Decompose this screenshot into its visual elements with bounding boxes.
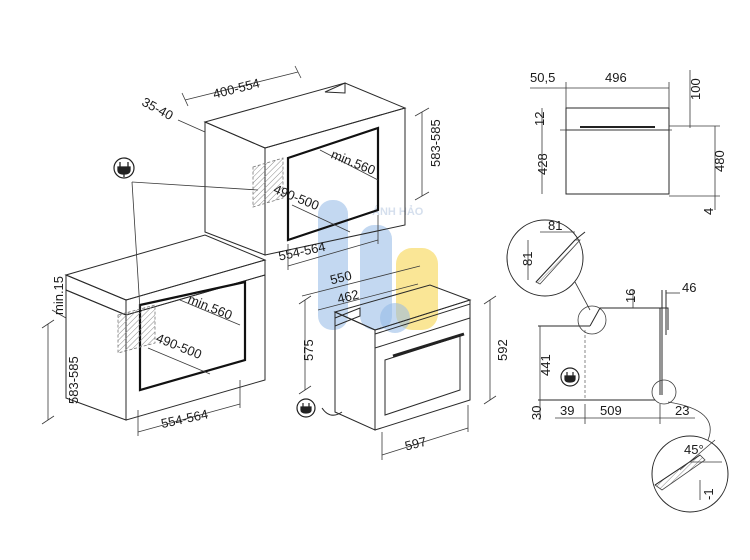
detail-chamfer: 81 81 [506, 218, 591, 311]
dim-100: 100 [688, 70, 703, 128]
dim-side-12-label: 12 [532, 112, 547, 126]
dim-50-5: 50,5 [530, 70, 567, 108]
dim-detail-81b-label: 81 [520, 252, 535, 266]
dim-top-gap-label: 35-40 [139, 94, 175, 123]
power-plug-icon [113, 157, 135, 179]
dim-oven-575-label: 575 [301, 339, 316, 361]
dim-lower-min-label: min.560 [186, 291, 235, 322]
dim-min560-upper: min.560 [319, 147, 379, 181]
dim-min560-lower: min.560 [179, 291, 241, 326]
dim-490-500-lower: 490-500 [147, 330, 211, 375]
dim-side-100-label: 100 [688, 78, 703, 100]
plug-callout [131, 181, 259, 311]
dim-lower-min15-label: min.15 [51, 276, 66, 315]
dim-detail-509-label: 509 [600, 403, 622, 418]
dim-detail-30-label: 30 [529, 406, 544, 420]
cross-section [538, 290, 677, 405]
dim-side-428-label: 428 [535, 153, 550, 175]
dim-detail-81a-label: 81 [548, 218, 562, 233]
dim-upper-min-label: min.560 [329, 147, 378, 178]
dim-46: 46 [666, 280, 696, 295]
dim-16: 16 [623, 289, 638, 308]
dim-583-585-upper: 583-585 [414, 107, 443, 201]
dim-detail-39-label: 39 [560, 403, 574, 418]
dim-39-509-23: 39 509 23 [555, 403, 695, 424]
dim-upper-depth-label: 490-500 [271, 181, 321, 213]
dim-lower-height-label: 583-585 [66, 356, 81, 404]
dim-428: 428 [535, 130, 550, 194]
dim-35-40: 35-40 [139, 94, 206, 133]
power-plug-icon [560, 367, 580, 387]
power-plug-icon [296, 398, 316, 418]
dim-554-564-lower: 554-564 [137, 380, 241, 436]
watermark-text: ÁNH HẢO [372, 205, 424, 218]
watermark-logo: ÁNH HẢO [318, 200, 438, 333]
dim-detail-16-label: 16 [623, 289, 638, 303]
dim-detail-46-label: 46 [682, 280, 696, 295]
dim-oven-462-label: 462 [336, 287, 361, 307]
dim-min15: min.15 [51, 276, 67, 319]
dim-oven-597-label: 597 [403, 434, 428, 454]
dim-side-480-label: 480 [712, 150, 727, 172]
dim-592: 592 [483, 295, 510, 405]
dim-detail-m1-label: -1 [701, 488, 716, 500]
front-elevation [560, 107, 672, 195]
lower-cabinet [64, 234, 267, 421]
dim-detail-45-label: 45° [684, 442, 704, 457]
dim-lower-width-label: 554-564 [160, 406, 210, 431]
dim-side-496-label: 496 [605, 70, 627, 85]
dim-upper-height-label: 583-585 [428, 119, 443, 167]
dim-30: 30 [529, 400, 544, 420]
dim-597: 597 [381, 405, 469, 460]
dim-top-depth-label: 400-554 [211, 75, 261, 101]
upper-cabinet [203, 82, 407, 256]
dim-583-585-lower: 583-585 [41, 319, 81, 425]
dim-side-4-label: 4 [701, 208, 716, 215]
dim-480: 480 [669, 125, 727, 197]
dim-462: 462 [317, 283, 419, 311]
dim-oven-592-label: 592 [495, 339, 510, 361]
oven-cable-plug [296, 398, 343, 418]
dim-lower-depth-label: 490-500 [154, 330, 204, 362]
dim-oven-550-label: 550 [329, 268, 354, 288]
dim-496: 496 [566, 70, 670, 108]
detail-45deg: 45° -1 [651, 401, 729, 513]
dim-550: 550 [301, 265, 421, 297]
oven-3d [333, 284, 472, 431]
dim-441: 441 [538, 326, 553, 400]
dim-detail-441-label: 441 [538, 354, 553, 376]
dim-575: 575 [298, 295, 316, 395]
dim-side-505-label: 50,5 [530, 70, 555, 85]
dim-4: 4 [701, 196, 716, 215]
dim-12: 12 [532, 108, 547, 130]
dim-detail-23-label: 23 [675, 403, 689, 418]
